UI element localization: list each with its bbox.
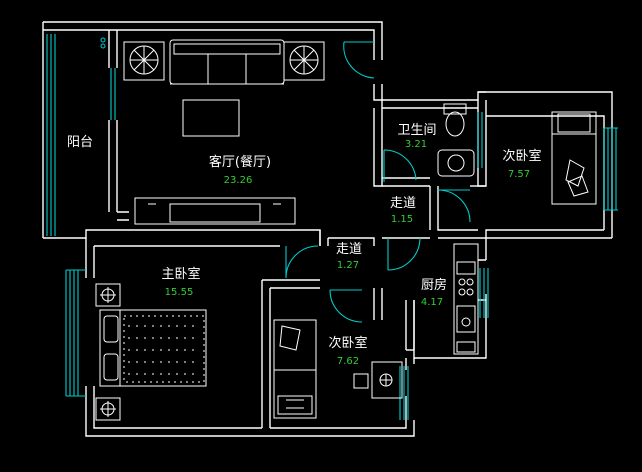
kitchen-window [479, 268, 489, 318]
master-bedroom-window [65, 269, 86, 397]
room-area-hallway-upper: 1.15 [391, 214, 413, 225]
room-name-living-dining: 客厅(餐厅) [209, 154, 271, 170]
doors [285, 41, 471, 323]
room-name-master-bedroom: 主卧室 [161, 266, 200, 282]
plant-icon [283, 41, 325, 81]
bed-icon [551, 111, 597, 205]
kitchen-counter-icon [453, 243, 479, 355]
sofa-icon [169, 39, 285, 85]
south-bedroom-door [329, 289, 363, 323]
tv-cabinet-icon [134, 197, 296, 225]
balcony-partition-window [110, 68, 116, 120]
room-area-second-bedroom-east: 7.57 [508, 169, 530, 180]
room-area-second-bedroom-south: 7.62 [337, 356, 359, 367]
room-area-hallway-lower: 1.27 [337, 260, 359, 271]
toilet-icon [443, 103, 467, 137]
south-bedroom-window [399, 366, 409, 420]
coffee-table-icon [182, 99, 240, 137]
east-bedroom-window [603, 127, 618, 211]
room-area-living-dining: 23.26 [224, 175, 253, 186]
master-bedroom-door [285, 245, 319, 279]
walls [42, 21, 613, 437]
double-bed-icon [99, 309, 207, 387]
entry-door [343, 41, 375, 79]
shower-icon [437, 149, 475, 177]
room-name-hallway-upper: 走道 [390, 196, 416, 211]
room-labels: 阳台 客厅(餐厅) 23.26 卫生间 3.21 次卧室 7.57 走道 1.1… [67, 123, 542, 367]
room-name-kitchen: 厨房 [421, 277, 447, 293]
desk-chair-icon [353, 361, 403, 399]
nightstand-icon [95, 283, 121, 307]
plant-icon [123, 41, 165, 81]
faucet-icon [100, 43, 106, 49]
nightstand-icon [95, 397, 121, 421]
room-area-master-bedroom: 15.55 [165, 287, 194, 298]
kitchen-door [387, 237, 421, 271]
hallway-door [437, 189, 471, 223]
room-name-hallway-lower: 走道 [336, 242, 362, 257]
room-name-second-bedroom-east: 次卧室 [502, 148, 541, 164]
balcony-window [46, 34, 56, 236]
faucet-icon [100, 37, 106, 43]
room-name-balcony: 阳台 [67, 135, 93, 150]
windows [46, 34, 618, 420]
bathroom-window [477, 112, 483, 168]
bed-icon [273, 319, 317, 419]
room-name-second-bedroom-south: 次卧室 [328, 335, 367, 351]
room-name-bathroom: 卫生间 [397, 123, 436, 138]
bathroom-door [383, 149, 417, 182]
furniture [95, 37, 597, 421]
room-area-bathroom: 3.21 [405, 139, 427, 150]
room-area-kitchen: 4.17 [421, 297, 443, 308]
